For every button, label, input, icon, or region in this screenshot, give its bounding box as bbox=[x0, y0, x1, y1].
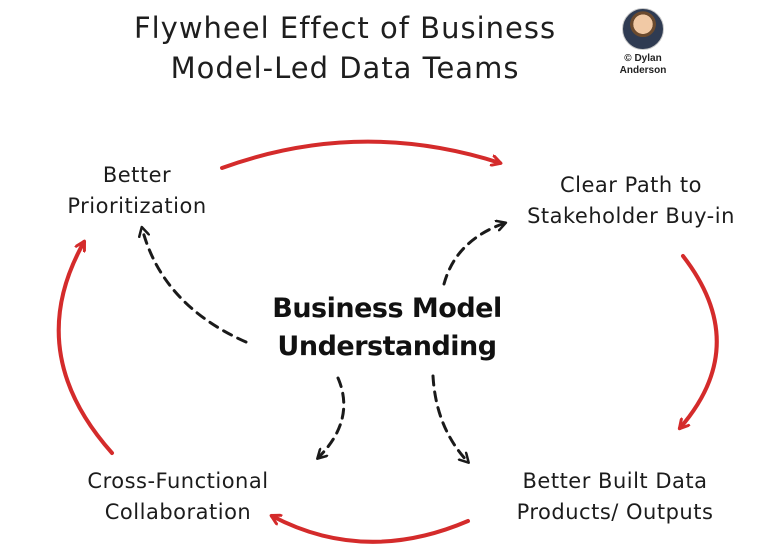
node-data-products-line-2: Products/ Outputs bbox=[516, 500, 714, 524]
node-stakeholder-buy-in: Clear Path to Stakeholder Buy-in bbox=[506, 170, 756, 232]
cycle-arrow-data-products-to-collaboration bbox=[272, 516, 470, 544]
center-concept: Business Model Understanding bbox=[255, 290, 519, 366]
author-badge: © Dylan Anderson bbox=[610, 8, 676, 77]
author-copyright: © Dylan bbox=[624, 53, 662, 64]
diagram-title: Flywheel Effect of Business Model-Led Da… bbox=[90, 8, 600, 88]
cycle-arrow-collaboration-to-prioritization bbox=[56, 242, 114, 455]
center-line-1: Business Model bbox=[272, 293, 502, 324]
author-avatar bbox=[622, 8, 664, 50]
node-better-prioritization: Better Prioritization bbox=[44, 160, 230, 222]
dashed-arrow-to-buy-in bbox=[442, 223, 505, 286]
dashed-arrow-to-collaboration bbox=[318, 376, 346, 458]
node-collaboration-line-2: Collaboration bbox=[104, 500, 252, 524]
title-line-1: Flywheel Effect of Business bbox=[133, 11, 557, 45]
node-data-products-line-1: Better Built Data bbox=[522, 469, 708, 493]
node-better-data-products: Better Built Data Products/ Outputs bbox=[488, 466, 742, 528]
dashed-arrow-to-prioritization bbox=[142, 228, 248, 344]
node-collaboration-line-1: Cross-Functional bbox=[87, 469, 269, 493]
node-prioritization-line-2: Prioritization bbox=[67, 194, 207, 218]
center-line-2: Understanding bbox=[277, 331, 497, 362]
node-buy-in-line-2: Stakeholder Buy-in bbox=[527, 204, 735, 228]
node-cross-functional-collaboration: Cross-Functional Collaboration bbox=[60, 466, 296, 528]
cycle-arrow-prioritization-to-buy-in bbox=[220, 139, 500, 170]
cycle-arrow-buy-in-to-data-products bbox=[680, 254, 719, 428]
dashed-arrow-to-data-products bbox=[431, 374, 468, 462]
node-prioritization-line-1: Better bbox=[102, 163, 172, 187]
author-name: Anderson bbox=[619, 65, 667, 76]
node-buy-in-line-1: Clear Path to bbox=[560, 173, 702, 197]
title-line-2: Model-Led Data Teams bbox=[170, 51, 520, 85]
